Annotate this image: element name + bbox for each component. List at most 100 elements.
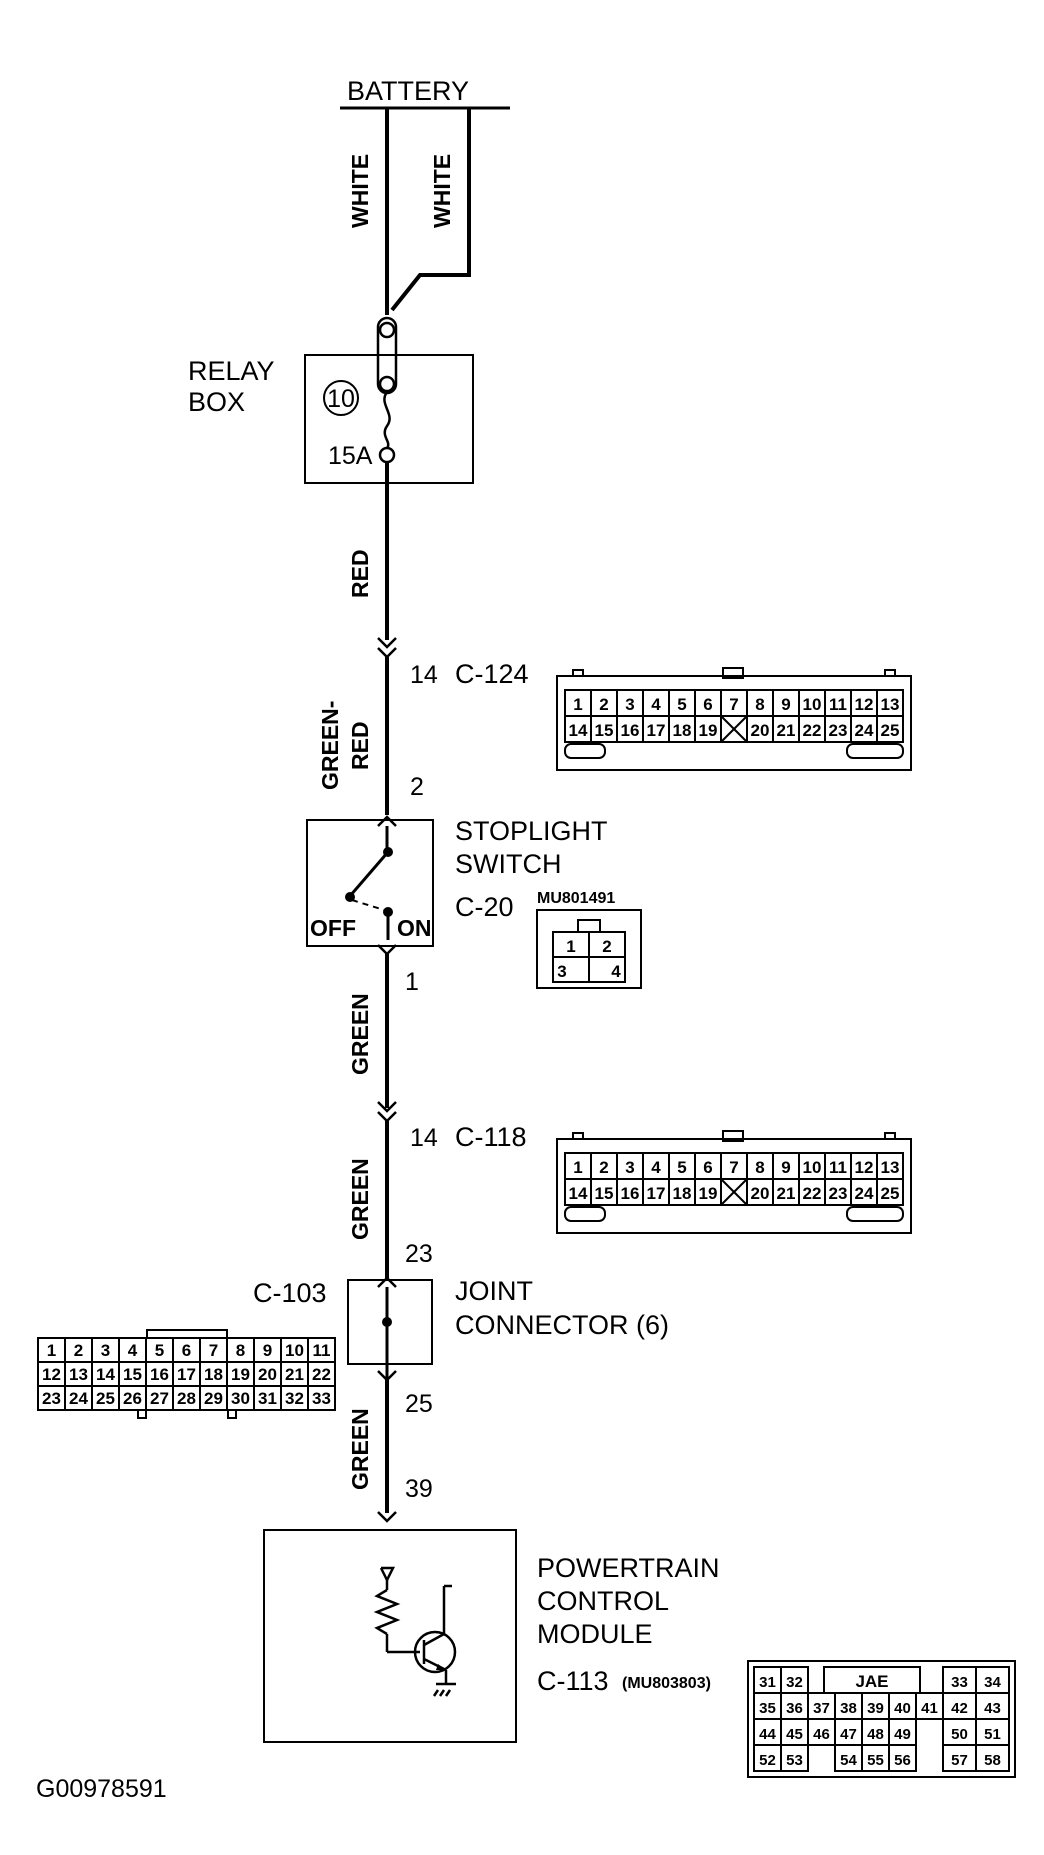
c124-pin-label: 15 [595, 721, 614, 740]
fuse-number-circle [323, 380, 359, 416]
fuse-rating: 15A [328, 442, 373, 470]
c118-cell [746, 1178, 774, 1206]
c103-foot [227, 1409, 237, 1419]
joint-node [382, 1317, 392, 1327]
c124-pin-label: 16 [621, 721, 640, 740]
c118-pin-label: 1 [573, 1158, 582, 1177]
figure-id: G00978591 [36, 1775, 167, 1803]
c118-cell [798, 1152, 826, 1180]
c118-pin-label: 2 [599, 1158, 608, 1177]
c103-pin-label: 4 [128, 1341, 138, 1360]
c118-foot [564, 1206, 606, 1222]
c118-pin-label: 5 [677, 1158, 686, 1177]
c124-pin-label: 2 [599, 695, 608, 714]
c124-foot [846, 743, 904, 759]
c103-pin-label: 24 [69, 1389, 88, 1408]
c118-blank-cross [720, 1178, 748, 1206]
relay-box-label-2: BOX [188, 387, 245, 417]
c113-pin-label: 48 [867, 1726, 884, 1743]
c113-cell [807, 1692, 836, 1720]
c118-pin-label: 14 [569, 1184, 588, 1203]
c118-pin-label: 19 [699, 1184, 718, 1203]
c103-cell [307, 1385, 336, 1411]
battery-label: BATTERY [347, 76, 469, 106]
c118-cell [876, 1178, 904, 1206]
c113-housing [747, 1660, 1016, 1778]
pcm-label-3: MODULE [537, 1619, 653, 1649]
c118-cell [772, 1178, 800, 1206]
c124-pin-label: 14 [569, 721, 588, 740]
c103-pin-label: 26 [123, 1389, 142, 1408]
c103-pin-label: 32 [285, 1389, 304, 1408]
c124-pin-label: 24 [855, 721, 874, 740]
c20-pin-1: 1 [566, 937, 575, 956]
c118-pin-label: 25 [881, 1184, 900, 1203]
c103-cell [307, 1361, 336, 1387]
c124-pin-label: 7 [729, 695, 738, 714]
c103-pin-label: 30 [231, 1389, 250, 1408]
c118-pin-label: 21 [777, 1184, 796, 1203]
c103-pin-label: 15 [123, 1365, 142, 1384]
switch-pin-out: 1 [405, 968, 419, 996]
c124-pin-label: 23 [829, 721, 848, 740]
c124-cell [772, 715, 800, 743]
c124-pin-label: 5 [677, 695, 686, 714]
joint-connector-label-1: JOINT [455, 1276, 533, 1306]
c118-housing [556, 1138, 912, 1234]
c118-pin-label: 11 [829, 1158, 847, 1177]
c103-pin-label: 5 [155, 1341, 164, 1360]
switch-blade [348, 851, 390, 897]
c103-cell [172, 1361, 201, 1387]
c113-pin-label: 54 [840, 1752, 857, 1769]
c103-label: C-103 [253, 1278, 327, 1308]
c113-pin-label: 32 [786, 1674, 803, 1691]
c113-pin-label: 43 [984, 1700, 1001, 1717]
fuse-terminal-top [378, 321, 396, 339]
c20-label: C-20 [455, 892, 514, 922]
c103-pin-label: 25 [96, 1389, 115, 1408]
c124-cell [564, 715, 592, 743]
c124-cell [564, 689, 592, 717]
c113-cell [888, 1718, 917, 1746]
c103-cell [307, 1337, 336, 1363]
c113-pin-label: 58 [984, 1752, 1001, 1769]
c103-cell [37, 1361, 66, 1387]
c118-pin-label: 10 [803, 1158, 822, 1177]
c103-pin-label: 31 [258, 1389, 277, 1408]
c103-pin-label: 6 [182, 1341, 191, 1360]
c124-pin-label: 20 [751, 721, 770, 740]
c124-pin-symbol [377, 637, 397, 659]
joint-pin-out: 25 [405, 1390, 433, 1418]
c20-pin-3: 3 [557, 962, 566, 981]
c124-pin-label: 4 [651, 695, 661, 714]
c103-cell [37, 1385, 66, 1411]
c20-pin-2: 2 [602, 937, 611, 956]
c113-cell [975, 1718, 1010, 1746]
switch-dashed-link [351, 899, 385, 911]
c124-pin-label: 19 [699, 721, 718, 740]
c113-pin-label: 37 [813, 1700, 830, 1717]
c103-pin-label: 2 [74, 1341, 83, 1360]
c124-pin-label: 1 [573, 695, 582, 714]
c103-pin-label: 7 [209, 1341, 218, 1360]
c113-cell [888, 1744, 917, 1772]
c113-label: C-113 [537, 1666, 609, 1696]
c103-pin-label: 28 [177, 1389, 196, 1408]
c103-cell [253, 1361, 282, 1387]
c103-cell [172, 1385, 201, 1411]
c103-latch [146, 1329, 228, 1339]
c113-pin-label: 39 [867, 1700, 884, 1717]
c103-cell [199, 1385, 228, 1411]
c113-cell [780, 1744, 809, 1772]
c124-cell [668, 715, 696, 743]
c118-pin-label: 15 [595, 1184, 614, 1203]
c113-pin-label: 56 [894, 1752, 911, 1769]
c103-pin-label: 19 [231, 1365, 250, 1384]
c124-pin-label: 6 [703, 695, 712, 714]
c118-pin-label: 18 [673, 1184, 692, 1203]
c124-pin-label: 3 [625, 695, 634, 714]
c124-pin-label: 10 [803, 695, 822, 714]
c118-pin-label: 8 [755, 1158, 764, 1177]
c124-pin-out: 2 [410, 773, 424, 801]
